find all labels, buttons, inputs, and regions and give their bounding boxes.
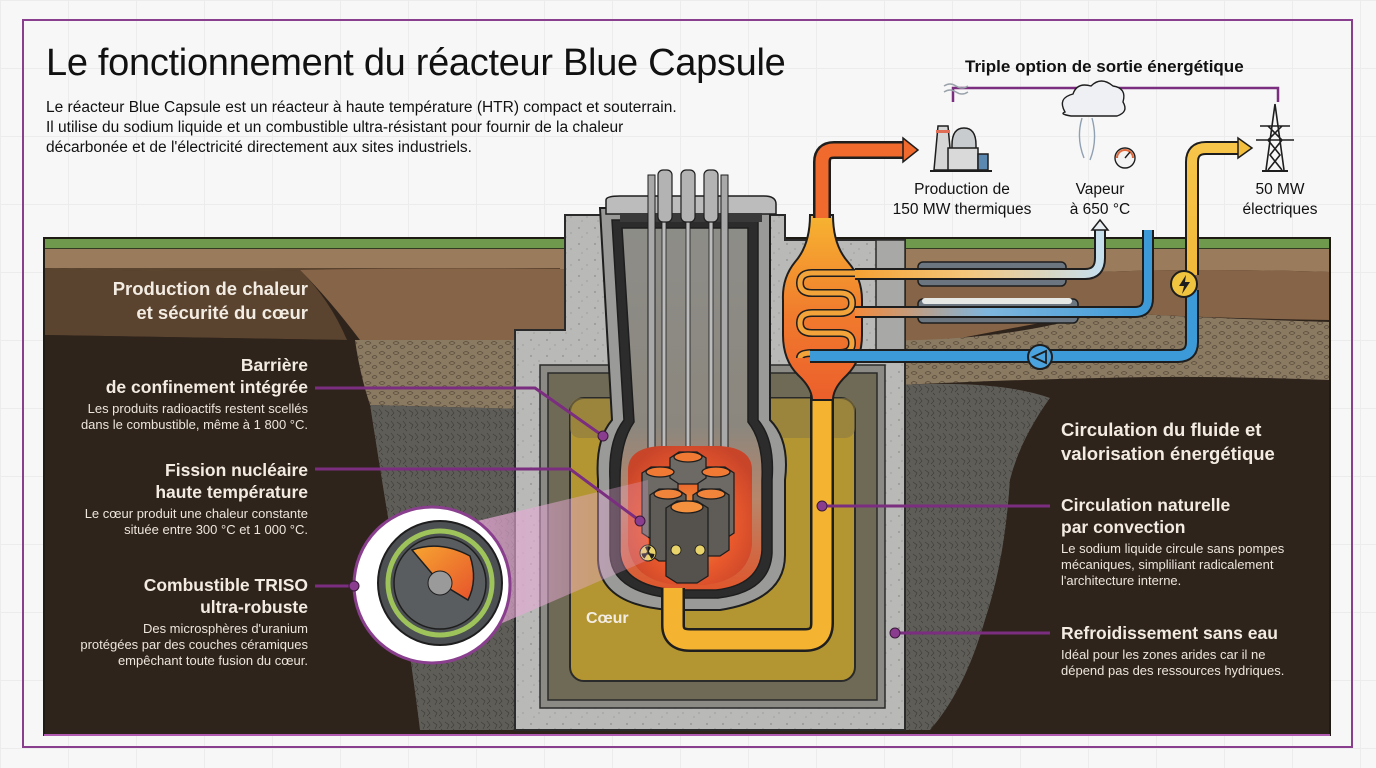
output-thermal-line2: 150 MW thermiques — [892, 201, 1032, 218]
gravel-layer-left — [355, 340, 560, 410]
arrow-to-thermal — [902, 136, 920, 164]
fuel-assemblies — [641, 451, 735, 584]
annotation-text: Le cœur produit une chaleur constante — [84, 506, 308, 521]
arrow-to-steam — [1090, 218, 1110, 231]
annotation-text: empêchant toute fusion du cœur. — [117, 653, 308, 668]
output-electric: 50 MW électriques — [1230, 180, 1330, 220]
control-rod-tube — [720, 174, 729, 476]
annotation-text: dans le combustible, même à 1 800 °C. — [80, 417, 308, 432]
annotation-title: par convection — [1061, 517, 1186, 537]
annotation-title: Combustible TRISO — [143, 575, 308, 595]
left-section-heading: Production de chaleur et sécurité du cœu… — [60, 277, 308, 325]
output-electric-line1: 50 MW — [1255, 181, 1305, 198]
intro-text: Le réacteur Blue Capsule est un réacteur… — [46, 99, 677, 156]
annotation-title: Barrière — [240, 355, 308, 375]
annotation-text: Le sodium liquide circule sans pompes — [1061, 541, 1285, 556]
output-steam-line2: à 650 °C — [1069, 201, 1131, 218]
output-steam: Vapeur à 650 °C — [1050, 180, 1150, 220]
annotation-text: Idéal pour les zones arides car il ne — [1061, 647, 1266, 662]
right-heading-line1: Circulation du fluide et — [1061, 419, 1262, 440]
leader-fission — [315, 467, 641, 523]
right-heading-line2: valorisation énergétique — [1061, 443, 1275, 464]
annotation-refroidissement: Refroidissement sans eau Idéal pour les … — [1061, 622, 1321, 679]
annotation-text: située entre 300 °C et 1 000 °C. — [124, 522, 308, 537]
annotation-title: Refroidissement sans eau — [1061, 623, 1278, 643]
annotation-title: ultra-robuste — [200, 597, 308, 617]
factory-icon — [930, 83, 992, 172]
rock-layer-right — [900, 383, 1050, 730]
annotation-text: l'architecture interne. — [1061, 573, 1182, 588]
output-steam-line1: Vapeur — [1075, 181, 1125, 198]
leader-dots — [348, 430, 901, 639]
annotation-text: Les produits radioactifs restent scellés — [87, 401, 308, 416]
reactor-core — [628, 446, 752, 585]
annotation-title: Circulation naturelle — [1061, 495, 1231, 515]
annotation-text: dépend pas des ressources hydriques. — [1061, 663, 1285, 678]
left-heading-line2: et sécurité du cœur — [136, 302, 308, 323]
annotation-title: haute température — [155, 482, 308, 502]
output-electric-line2: électriques — [1242, 201, 1318, 218]
outer-frame — [22, 19, 1353, 748]
pump-icon — [1027, 344, 1053, 370]
generator-bolt-icon — [1170, 270, 1198, 298]
triso-callout — [352, 480, 648, 665]
annotation-barriere: Barrière de confinement intégrée Les pro… — [50, 354, 308, 433]
annotation-text: protégées par des couches céramiques — [80, 637, 308, 652]
core-label: Cœur — [586, 610, 629, 627]
radiation-symbol-icon — [694, 544, 706, 556]
secondary-pipes — [810, 136, 1254, 370]
steam-cloud-gauge-icon — [1061, 80, 1136, 169]
leader-barriere — [315, 386, 604, 438]
annotation-title: Fission nucléaire — [165, 460, 308, 480]
annotation-fission: Fission nucléaire haute température Le c… — [50, 459, 308, 538]
power-pylon-icon — [1256, 103, 1294, 172]
arrow-to-pylon — [1237, 136, 1254, 160]
outputs-title: Triple option de sortie énergétique — [965, 57, 1244, 76]
page-title: Le fonctionnement du réacteur Blue Capsu… — [46, 42, 786, 84]
annotation-triso: Combustible TRISO ultra-robuste Des micr… — [50, 574, 308, 669]
right-section-heading: Circulation du fluide et valorisation én… — [1061, 418, 1321, 466]
control-rod-drives — [657, 169, 719, 223]
output-thermal-line1: Production de — [914, 181, 1010, 198]
control-rod-tube — [647, 174, 656, 476]
left-heading-line1: Production de chaleur — [112, 278, 308, 299]
annotation-text: mécaniques, simpliliant radicalement — [1061, 557, 1274, 572]
radiation-symbol-icon — [670, 544, 682, 556]
annotation-title: de confinement intégrée — [105, 377, 308, 397]
annotation-text: Des microsphères d'uranium — [142, 621, 308, 636]
gravel-layer-right — [840, 312, 1330, 385]
output-thermal: Production de 150 MW thermiques — [887, 180, 1037, 220]
annotation-convection: Circulation naturelle par convection Le … — [1061, 494, 1321, 589]
